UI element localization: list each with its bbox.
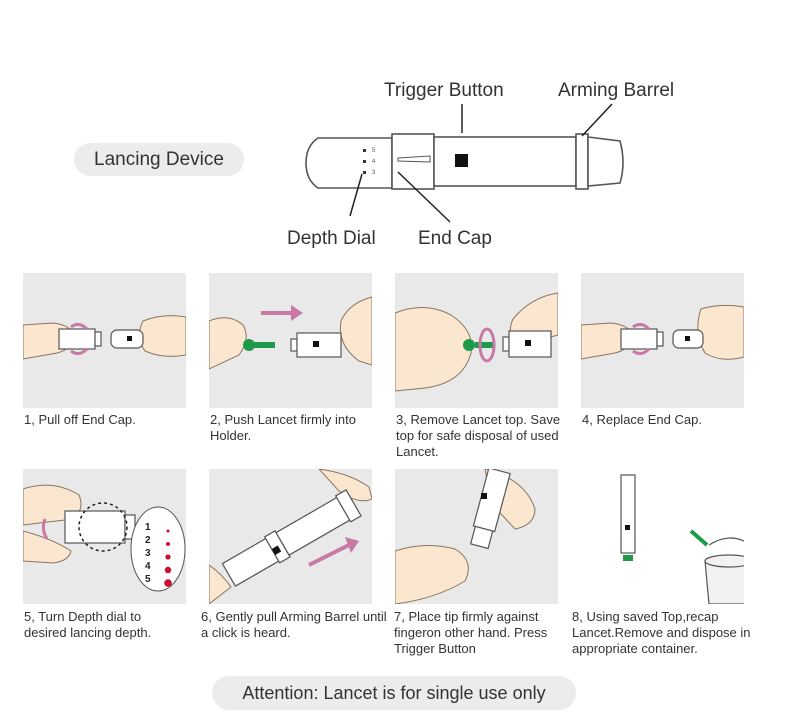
step-6-illustration [209,469,372,604]
step-4-illustration [581,273,744,408]
trigger-button-label: Trigger Button [384,80,504,101]
dial-mark: 5 [372,148,376,154]
step-6-caption: 6, Gently pull Arming Barrel until a cli… [201,609,387,640]
step-5-illustration: 1 2 3 4 5 [23,469,186,604]
step-8-caption: 8, Using saved Top,recap Lancet.Remove a… [572,609,751,656]
step-1-illustration [23,273,186,408]
depth-scale-item: 5 [145,574,151,585]
step-7-illustration [395,469,558,604]
dial-marks: 5 4 3 [362,146,380,179]
dial-mark: 4 [372,159,376,165]
lancing-device-diagram [305,103,624,223]
step-3-caption: 3, Remove Lancet top. Save top for safe … [396,412,561,459]
attention-text: Attention: Lancet is for single use only [242,682,546,703]
step-2-caption: 2, Push Lancet firmly into Holder. [210,412,356,443]
dial-mark: 3 [372,170,376,176]
step-7-caption: 7, Place tip firmly against fingeron oth… [394,609,548,656]
end-cap-label: End Cap [418,228,492,249]
dial-tick-icon [363,149,366,174]
trigger-button-square [455,154,468,167]
lancing-device-title-text: Lancing Device [94,148,224,170]
arming-barrel-label: Arming Barrel [558,80,675,101]
depth-scale-item: 4 [145,561,151,572]
depth-scale-item: 1 [145,522,151,533]
depth-dial-label: Depth Dial [287,228,376,249]
lancing-device-title: Lancing Device [74,143,244,176]
depth-scale-item: 3 [145,548,151,559]
step-4-caption: 4, Replace End Cap. [582,412,702,427]
step-2-illustration [209,273,372,408]
step-3-illustration [395,273,558,408]
step-1-caption: 1, Pull off End Cap. [24,412,136,427]
depth-scale: 1 2 3 4 5 [145,521,151,586]
step-5-caption: 5, Turn Depth dial to desired lancing de… [24,609,152,640]
step-8-illustration [581,469,744,604]
depth-scale-item: 2 [145,535,151,546]
attention-banner: Attention: Lancet is for single use only [212,676,576,710]
